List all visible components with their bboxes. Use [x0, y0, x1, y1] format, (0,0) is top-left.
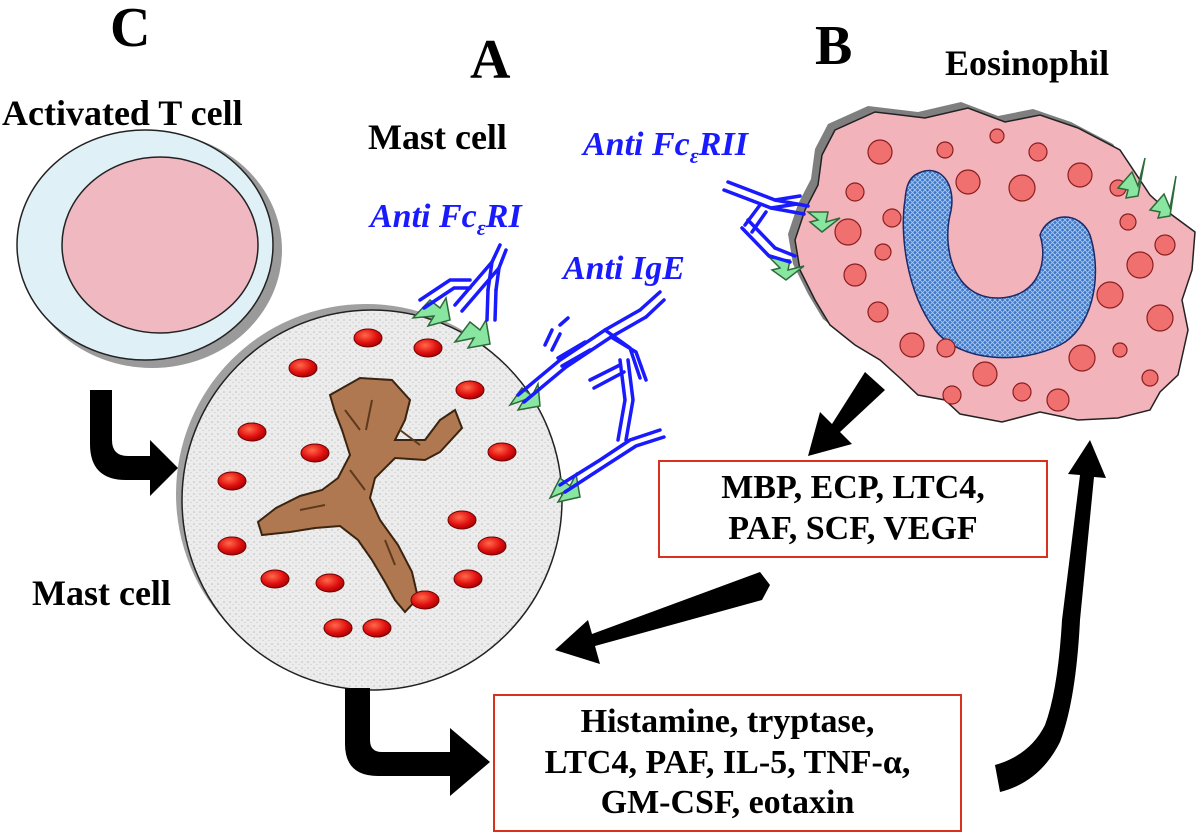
- arrow-box-to-mast: [555, 572, 770, 664]
- label-anti-fceri: Anti FcεRI: [370, 198, 522, 241]
- eos-mediators-line-2: PAF, SCF, VEGF: [728, 510, 978, 547]
- anti-fceri-suffix: RI: [485, 198, 522, 235]
- label-mast-cell-top: Mast cell: [368, 117, 507, 157]
- label-anti-ige: Anti IgE: [563, 250, 685, 287]
- receptor-fcerii-1: [805, 211, 841, 233]
- receptor-fceri-2: [453, 317, 491, 350]
- arrow-mast-to-box: [345, 688, 490, 796]
- eosinophil-nucleus: [902, 169, 1097, 359]
- anti-fcerii-prefix: Anti Fc: [583, 126, 690, 163]
- label-mast-cell-left: Mast cell: [32, 573, 171, 613]
- eosinophil-mediators-box: MBP, ECP, LTC4, PAF, SCF, VEGF: [658, 460, 1048, 558]
- label-eosinophil: Eosinophil: [945, 43, 1110, 83]
- arrow-tcell-to-mast: [90, 390, 178, 496]
- anti-fcerii-sub: ε: [689, 142, 699, 168]
- antibody-fceri: [418, 243, 508, 322]
- antibody-fcerii: [722, 180, 810, 264]
- mast-cell: [176, 304, 563, 691]
- arrow-box-to-eos: [995, 440, 1106, 792]
- t-cell-nucleus: [61, 156, 259, 334]
- eosinophil-granules: [834, 128, 1176, 412]
- label-activated-t-cell: Activated T cell: [2, 93, 243, 133]
- eosinophil: [788, 102, 1196, 423]
- t-cell: [16, 129, 282, 368]
- eos-mediators-line-1: MBP, ECP, LTC4,: [721, 469, 985, 507]
- panel-label-c: C: [110, 0, 151, 59]
- anti-fceri-prefix: Anti Fc: [370, 198, 477, 235]
- nucleus-texture: [299, 399, 421, 566]
- mast-mediators-line-1: Histamine, tryptase,: [580, 702, 875, 740]
- receptor-eos-2: [1148, 175, 1177, 219]
- flow-arrows: [90, 372, 1106, 796]
- receptor-eos-1: [1116, 157, 1146, 199]
- antibody-anti-ige: [516, 290, 666, 494]
- anti-fceri-sub: ε: [476, 214, 486, 240]
- arrow-eos-to-box: [808, 372, 885, 456]
- mast-cell-mediators-box: Histamine, tryptase, LTC4, PAF, IL-5, TN…: [493, 694, 962, 832]
- panel-label-b: B: [815, 15, 853, 77]
- mast-granules: [217, 328, 517, 638]
- label-anti-fcerii: Anti FcεRII: [583, 126, 748, 169]
- mast-mediators-line-2: LTC4, PAF, IL-5, TNF-α,: [544, 743, 911, 781]
- panel-label-a: A: [470, 29, 511, 91]
- anti-fcerii-suffix: RII: [698, 126, 748, 163]
- eosinophil-membrane: [794, 107, 1196, 423]
- antibodies: [418, 180, 810, 494]
- mast-mediators-line-3: GM-CSF, eotaxin: [600, 784, 855, 822]
